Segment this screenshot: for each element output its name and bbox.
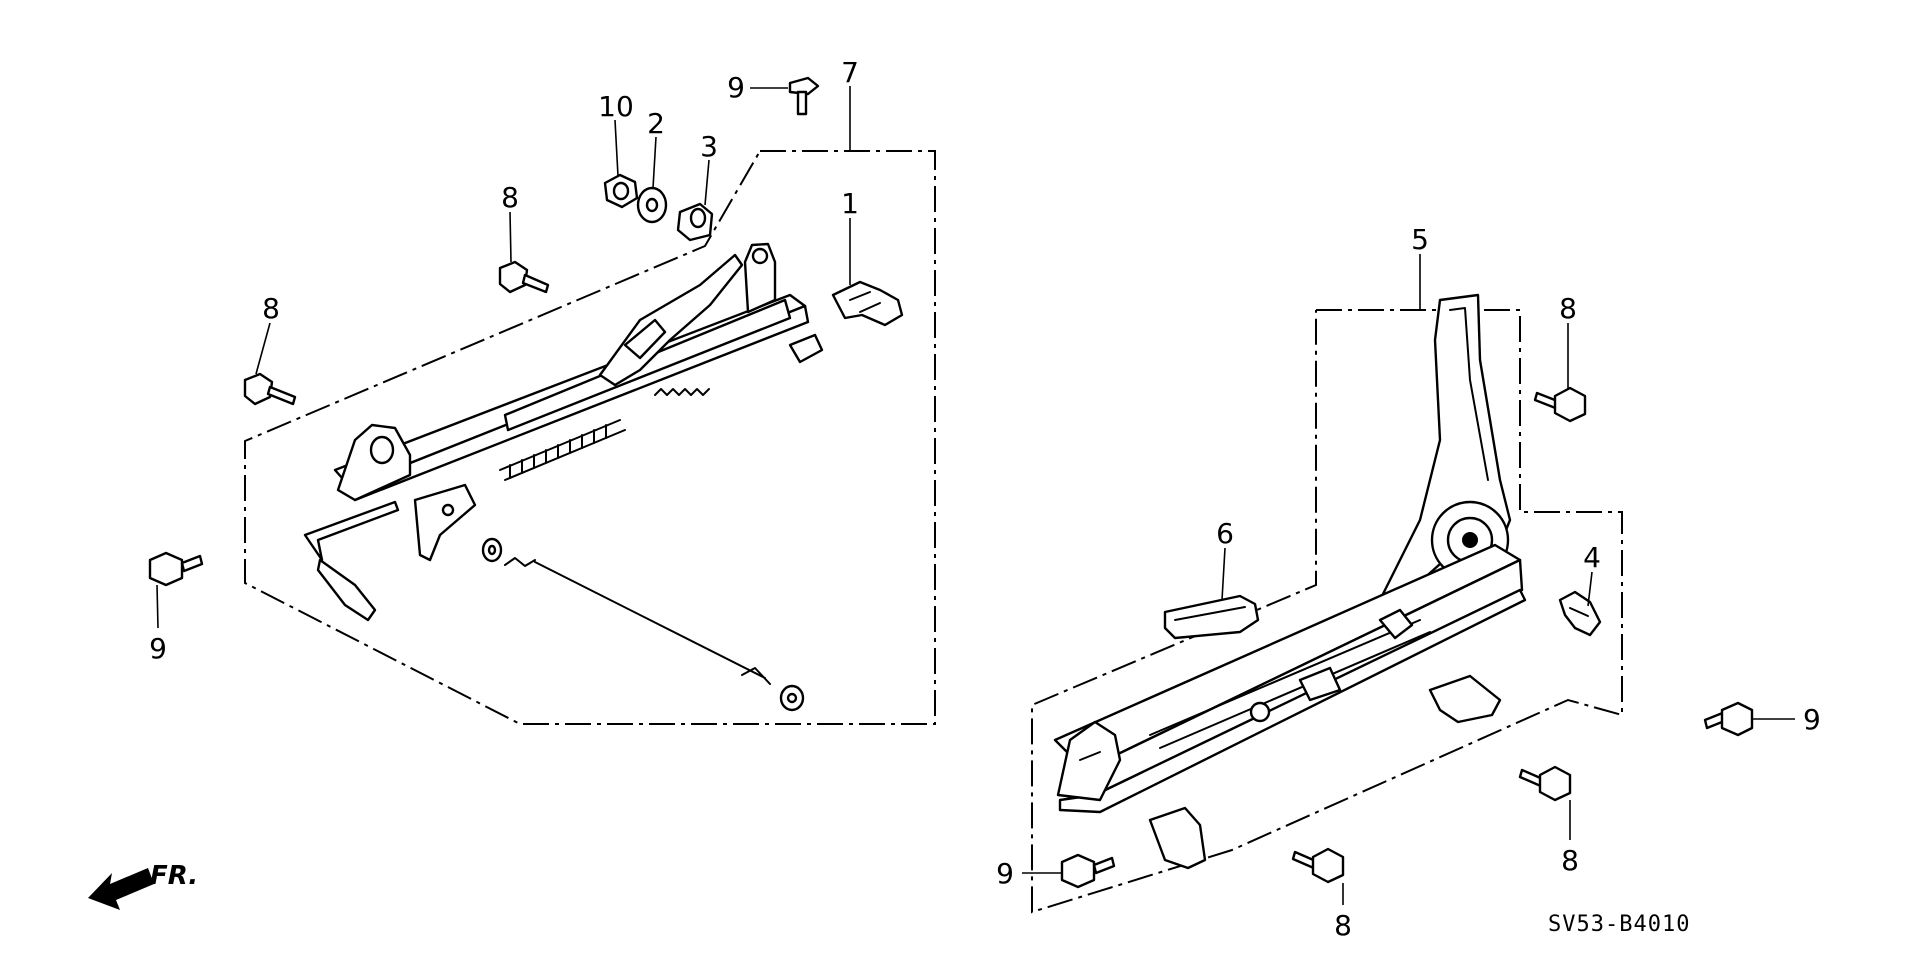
callout-8-b: 8: [262, 292, 280, 325]
callout-9-top: 9: [727, 71, 745, 104]
part-10-nut: [603, 173, 639, 209]
callout-2: 2: [647, 107, 665, 140]
front-direction-arrow-icon: [88, 868, 154, 910]
seat-rail-left: [333, 242, 824, 562]
adjuster-handle: [303, 500, 400, 622]
group-outline-5: [1031, 309, 1623, 914]
callout-9-bottom: 9: [996, 857, 1014, 890]
group-outline-7: [244, 150, 936, 725]
bolt-9-right: [1703, 701, 1754, 737]
callout-8-e: 8: [1334, 909, 1352, 942]
seat-rail-right: [1053, 293, 1527, 870]
callout-5: 5: [1411, 223, 1429, 256]
leader-lines: [156, 86, 1795, 905]
callout-6: 6: [1216, 517, 1234, 550]
part-2-washer: [636, 186, 668, 224]
part-3-bushing: [676, 202, 714, 242]
part-6-handle: [1163, 594, 1260, 640]
callout-8-a: 8: [501, 181, 519, 214]
part-1-clip: [831, 280, 904, 327]
callout-8-d: 8: [1561, 844, 1579, 877]
callout-7: 7: [841, 56, 859, 89]
callout-9-left: 9: [149, 632, 167, 665]
bolt-9-top: [788, 76, 820, 116]
callout-8-c: 8: [1559, 292, 1577, 325]
callout-3: 3: [700, 130, 718, 163]
callout-4: 4: [1583, 541, 1601, 574]
bolt-9-left: [148, 551, 204, 587]
bolt-8-d: [1518, 765, 1572, 802]
drawing-code: SV53-B4010: [1548, 912, 1690, 937]
callout-9-right: 9: [1803, 703, 1821, 736]
bolt-9-bottom: [1060, 853, 1116, 889]
direction-label: FR.: [150, 861, 198, 891]
callout-1: 1: [841, 187, 859, 220]
bolt-8-b: [243, 372, 297, 406]
bolt-8-a: [498, 260, 550, 294]
link-rod: [481, 537, 805, 712]
callout-10: 10: [598, 90, 634, 123]
bolt-8-c: [1533, 386, 1587, 423]
part-4-clip: [1558, 590, 1602, 637]
bolt-8-e: [1291, 847, 1345, 884]
